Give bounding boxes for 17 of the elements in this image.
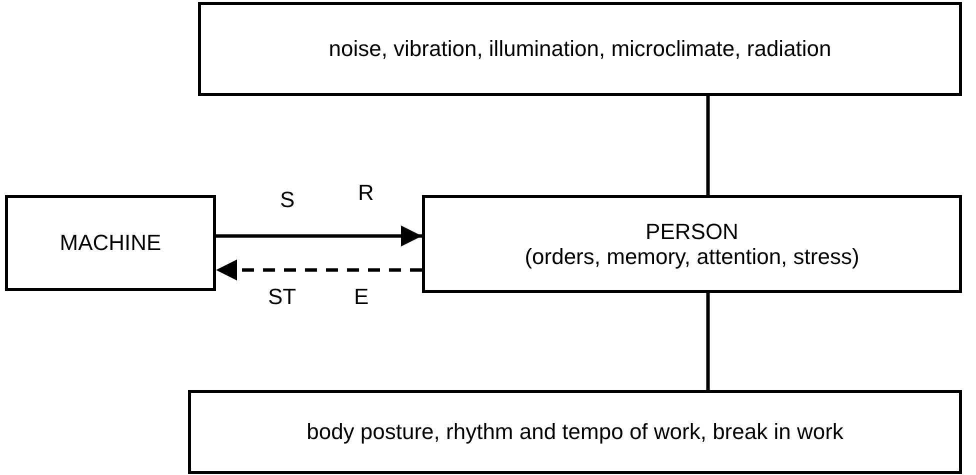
box-text: body posture, rhythm and tempo of work, break in work xyxy=(306,419,844,445)
process-box xyxy=(422,195,962,293)
signal-label: ST xyxy=(268,286,296,308)
process-box xyxy=(198,2,962,96)
signal-label: E xyxy=(354,286,369,308)
process-box xyxy=(188,390,962,474)
box-text: noise, vibration, illumination, microclimate, radiation xyxy=(328,36,832,62)
process-box xyxy=(5,195,216,291)
signal-label: R xyxy=(358,182,374,204)
connector-line xyxy=(706,96,710,195)
arrow xyxy=(216,226,422,246)
signal-label: S xyxy=(280,189,295,211)
box-text: MACHINE xyxy=(60,230,162,256)
box-text: (orders, memory, attention, stress) xyxy=(524,244,860,270)
connector-line xyxy=(706,293,710,390)
box-title: PERSON xyxy=(646,218,738,244)
arrow xyxy=(216,260,422,280)
